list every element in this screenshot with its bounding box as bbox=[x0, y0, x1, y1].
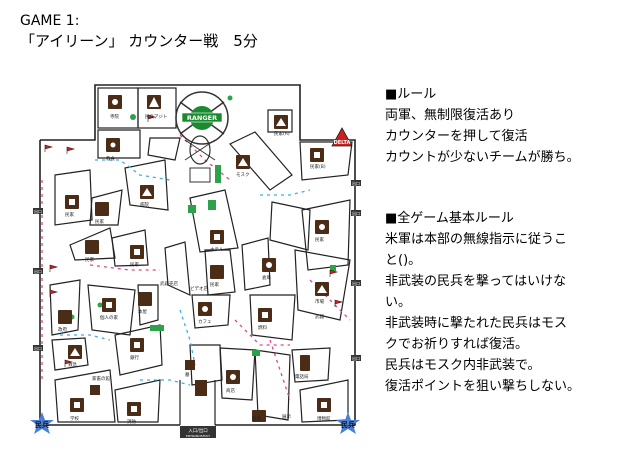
room-label: 民家 bbox=[65, 211, 74, 218]
room-label: 墓 bbox=[185, 371, 190, 378]
green-cover-blocks bbox=[69, 95, 336, 356]
rules-heading: ■ルール bbox=[385, 87, 437, 102]
civilian-label-left: 民兵 bbox=[35, 420, 49, 429]
room-label: 政府 bbox=[58, 326, 67, 333]
ranger-label: RANGER bbox=[187, 114, 217, 122]
room-label: 燃料 bbox=[258, 324, 267, 331]
rule-line: 民兵はモスク内非武装で。 bbox=[385, 358, 541, 373]
tape-markings bbox=[41, 134, 351, 401]
exit-sign: 出口 bbox=[34, 268, 42, 274]
room-label: 展示 bbox=[282, 414, 291, 420]
rule-line: い。 bbox=[385, 295, 412, 310]
civilian-spawn-left: 民兵 bbox=[30, 412, 54, 434]
room-label: モスク bbox=[236, 172, 250, 178]
room-label: 民家 bbox=[85, 256, 94, 263]
exit-sign: 出口 bbox=[352, 180, 360, 186]
rule-line: 復活ポイントを狙い撃ちしない。 bbox=[385, 379, 581, 394]
room-label: 民家 bbox=[130, 261, 139, 268]
header: GAME 1: 「アイリーン」 カウンター戦 5分 bbox=[20, 12, 258, 52]
game-title: 「アイリーン」 カウンター戦 5分 bbox=[20, 32, 258, 50]
room-label: 民家(B) bbox=[310, 163, 326, 170]
room-label: 民家 bbox=[315, 236, 324, 243]
rule-line: カウントが少ないチームが勝ち。 bbox=[385, 150, 580, 165]
room-label: 民兵アジト bbox=[145, 113, 167, 120]
room-label: 商店 bbox=[226, 387, 235, 394]
exit-signs: 出口 出口 出口 出口 出口 出口 出口 bbox=[33, 180, 361, 361]
icon-glyphs bbox=[69, 97, 327, 412]
rule-line: カウンターを押して復活 bbox=[385, 129, 528, 144]
rule-line: と()。 bbox=[385, 253, 422, 268]
rule-line: 米軍は本部の無線指示に従うこ bbox=[385, 232, 568, 247]
flag-icons bbox=[44, 114, 344, 367]
room-label: 個人の家 bbox=[100, 314, 118, 321]
room-label: 武器売店 bbox=[160, 280, 178, 287]
room-label: 銀行 bbox=[130, 354, 139, 361]
room-label: 救急 bbox=[68, 361, 77, 368]
delta-label: DELTA bbox=[334, 140, 351, 146]
game-number: GAME 1: bbox=[20, 13, 80, 29]
exit-sign: 出口 bbox=[34, 345, 42, 351]
exit-sign: 出口 bbox=[352, 355, 360, 361]
room-label: 本屋 bbox=[138, 308, 147, 315]
exit-sign: 出口 bbox=[34, 208, 42, 214]
rules-section: ■ルール 両軍、無制限復活あり カウンターを押して復活 カウントが少ないチームが… bbox=[385, 84, 625, 168]
entrance-sublabel: ENTRANCE/EXIT bbox=[186, 434, 210, 438]
room-label: 民家 bbox=[210, 281, 219, 288]
rule-line: 両軍、無制限復活あり bbox=[385, 108, 516, 123]
room-labels: 寺院 民兵アジト 教会 民家(A) 民家(B) モスク 民家 民家 病院 民家 … bbox=[58, 113, 331, 425]
room-label: ホテル bbox=[210, 247, 224, 253]
entrance-gate: 入口/出口 ENTRANCE/EXIT bbox=[180, 426, 216, 438]
rule-line: 非武装の民兵を撃ってはいけな bbox=[385, 274, 567, 289]
exit-sign: 出口 bbox=[352, 210, 360, 216]
rules-panel: ■ルール 両軍、無制限復活あり カウンターを押して復活 カウントが少ないチームが… bbox=[385, 84, 625, 419]
civilian-label-right: 民兵 bbox=[341, 420, 355, 429]
room-label: カフェ bbox=[198, 319, 212, 325]
room-label: 病院 bbox=[140, 201, 149, 208]
room-label: 学校 bbox=[70, 415, 79, 422]
room-label: 寺院 bbox=[110, 113, 119, 120]
room-label: 市場 bbox=[315, 298, 324, 305]
room-label: ビデオ店 bbox=[190, 285, 208, 292]
civilian-spawn-right: 民兵 bbox=[336, 412, 360, 434]
exit-sign: 出口 bbox=[352, 280, 360, 286]
room-label: 武器 bbox=[315, 313, 324, 320]
basic-rules-heading: ■全ゲーム基本ルール bbox=[385, 211, 514, 226]
battle-map: 寺院 民兵アジト 教会 民家(A) 民家(B) モスク 民家 民家 病院 民家 … bbox=[30, 84, 361, 438]
room-label: 消防 bbox=[127, 418, 136, 425]
room-label: 博物館 bbox=[317, 415, 331, 422]
room-label: 民家 bbox=[95, 218, 104, 225]
room-label: 倉庫 bbox=[262, 274, 271, 281]
ranger-helipad: RANGER bbox=[175, 91, 229, 183]
rule-line: 非武装時に撃たれた民兵はモス bbox=[385, 316, 568, 331]
room-label: 電話局 bbox=[295, 373, 309, 380]
room-label: 家畜の館 bbox=[92, 375, 110, 382]
basic-rules-section: ■全ゲーム基本ルール 米軍は本部の無線指示に従うこ と()。 非武装の民兵を撃っ… bbox=[385, 208, 625, 397]
entrance-label: 入口/出口 bbox=[188, 427, 208, 434]
delta-marker: DELTA bbox=[331, 127, 353, 147]
room-label: 教会 bbox=[106, 155, 115, 162]
room-label: 駐車 bbox=[252, 415, 261, 422]
room-label: 民家(A) bbox=[274, 130, 290, 137]
building-walls bbox=[49, 87, 353, 425]
rule-line: クでお祈りすれば復活。 bbox=[385, 337, 529, 352]
